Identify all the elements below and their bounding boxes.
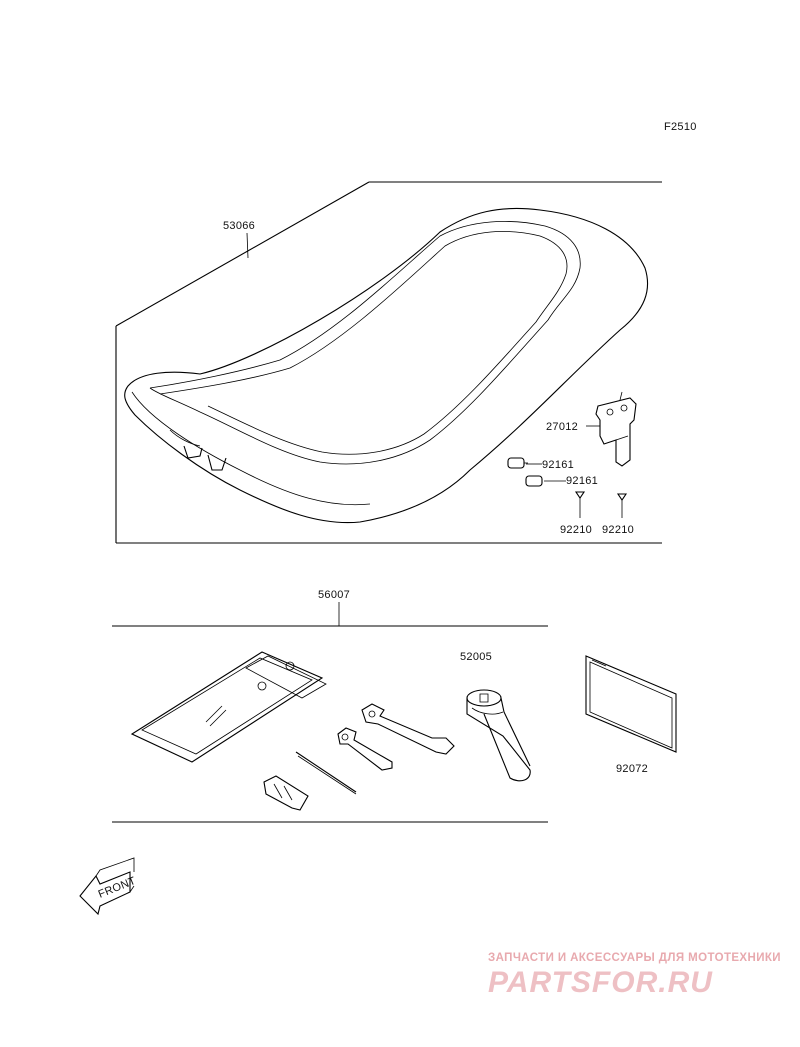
label-tool-case: 52005 [460,651,492,663]
drawing-code: F2510 [664,121,697,133]
wrench-small-illustration[interactable] [337,727,393,771]
seat-illustration[interactable] [124,207,649,524]
watermark-tagline: ЗАПЧАСТИ И АКСЕССУАРЫ ДЛЯ МОТОТЕХНИКИ [488,952,781,964]
tool-kit-frame [112,602,548,823]
label-bracket: 27012 [546,421,578,433]
label-screw-b: 92210 [602,524,634,536]
label-damper-a: 92161 [542,459,574,471]
watermark-logo: PARTSFOR.RU [488,966,713,999]
front-label: FRONT [97,875,138,901]
damper-b-illustration[interactable] [525,475,543,487]
label-screw-a: 92210 [560,524,592,536]
damper-a-illustration[interactable] [507,457,528,469]
label-seat: 53066 [223,220,255,232]
tool-bag-illustration[interactable] [130,651,327,763]
owners-manual-illustration[interactable] [585,655,677,753]
bracket-illustration[interactable] [595,391,637,467]
screw-a-illustration[interactable] [574,491,586,518]
label-tool-kit: 56007 [318,589,350,601]
screw-b-illustration[interactable] [616,493,628,518]
front-arrow-icon: FRONT [79,857,138,916]
screwdriver-handle-illustration[interactable] [263,775,309,811]
label-owners-manual: 92072 [616,763,648,775]
leader-seat [246,232,249,259]
seat-section-frame [115,181,662,544]
tool-case-illustration[interactable] [466,689,531,782]
wrench-large-illustration[interactable] [361,703,455,755]
label-damper-b: 92161 [566,475,598,487]
screwdriver-illustration[interactable] [295,751,357,795]
